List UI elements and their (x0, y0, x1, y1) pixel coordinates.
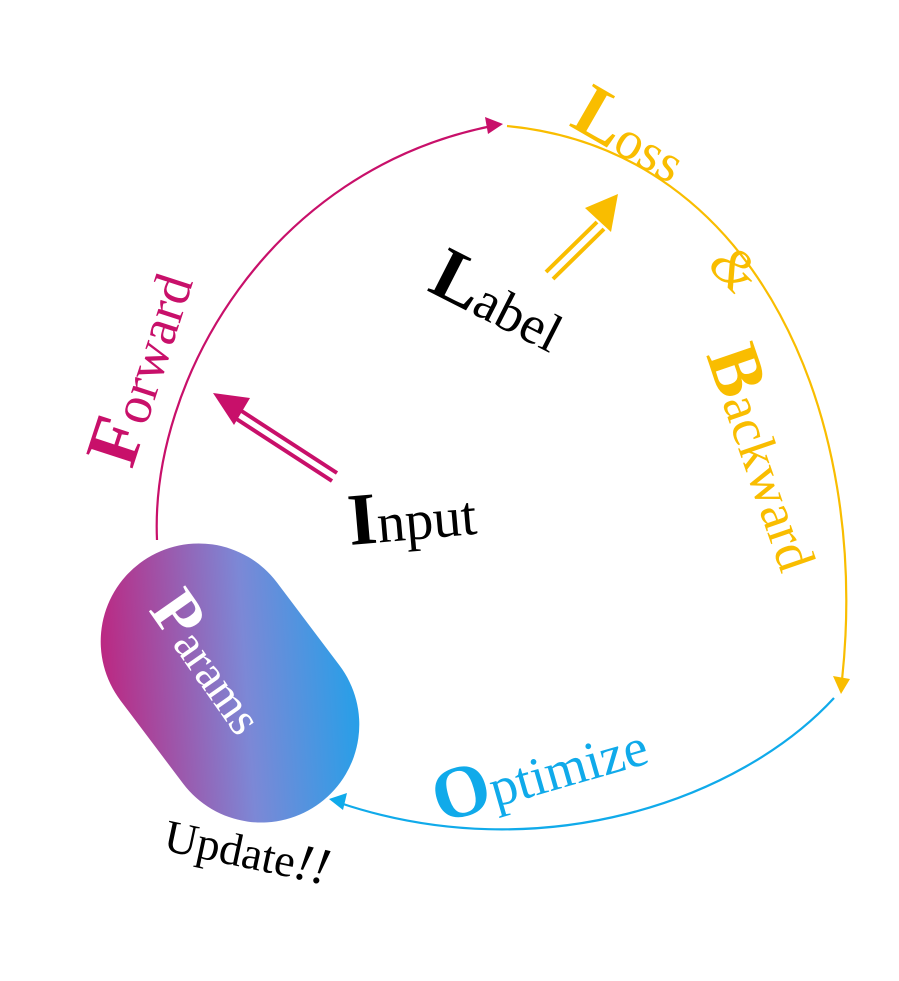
backward-rest: ackward (711, 386, 827, 578)
ampersand-label: & (697, 231, 772, 306)
params-node (100, 543, 360, 823)
optimize-arc (339, 697, 835, 831)
backward-label: Backward (690, 334, 843, 580)
optimize-arrowhead (329, 793, 347, 810)
optimize-label: Optimize (422, 700, 656, 839)
input-double-arrow (213, 393, 339, 483)
loss-label: Loss (560, 69, 704, 199)
forward-arc (155, 124, 493, 541)
label-label: Label (418, 232, 579, 368)
optimize-rest: ptimize (482, 716, 654, 818)
label-double-arrow (544, 194, 618, 281)
input-label: Input (344, 469, 479, 562)
forward-rest: orward (100, 267, 204, 431)
update-text: Update (160, 810, 301, 888)
loss-backward-arrowhead (833, 676, 850, 694)
params-capsule (100, 543, 360, 823)
input-rest: nput (374, 485, 479, 555)
input-initial: I (344, 478, 380, 562)
loss-backward-arc (506, 124, 848, 681)
forward-label: Forward (70, 261, 209, 475)
forward-arrowhead (485, 117, 503, 134)
